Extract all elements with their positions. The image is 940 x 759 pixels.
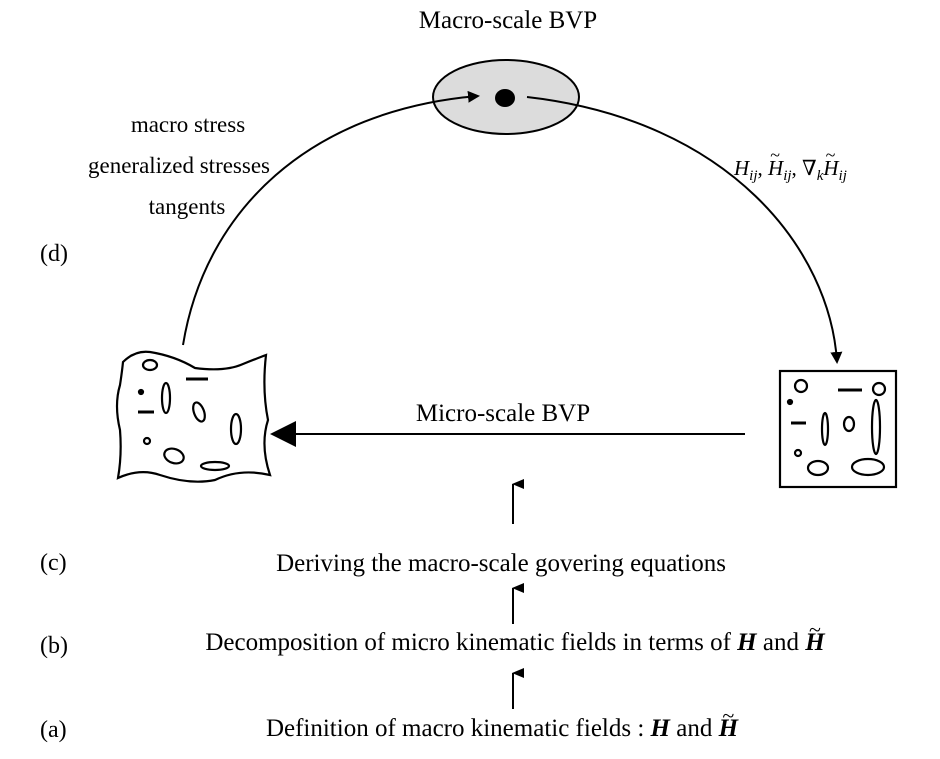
homogenization-arc <box>182 90 480 346</box>
step-d-tag: (d) <box>40 241 68 267</box>
step-c-tag: (c) <box>40 550 67 576</box>
localization-arc <box>526 96 843 364</box>
macro-bvp-title: Macro-scale BVP <box>418 7 598 34</box>
irregular-rve <box>115 350 272 483</box>
label-macro-stress: macro stress <box>130 112 246 137</box>
label-tangents: tangents <box>148 194 226 219</box>
step-c-text: Deriving the macro-scale govering equati… <box>276 550 726 577</box>
step-a-text: Definition of macro kinematic fields : H… <box>265 703 739 742</box>
macro-material-point <box>495 89 515 107</box>
micro-bvp-label: Micro-scale BVP <box>415 400 591 427</box>
step-b-tag: (b) <box>40 633 68 659</box>
square-rve <box>778 369 898 489</box>
label-kinematic-quantities: Hij, ~Hij, ∇k~Hij <box>734 145 847 184</box>
step-a-tag: (a) <box>40 717 67 743</box>
label-generalized-stresses: generalized stresses <box>87 153 271 178</box>
step-b-text: Decomposition of micro kinematic fields … <box>205 617 825 656</box>
micro-bvp-arrow-head <box>270 421 296 447</box>
